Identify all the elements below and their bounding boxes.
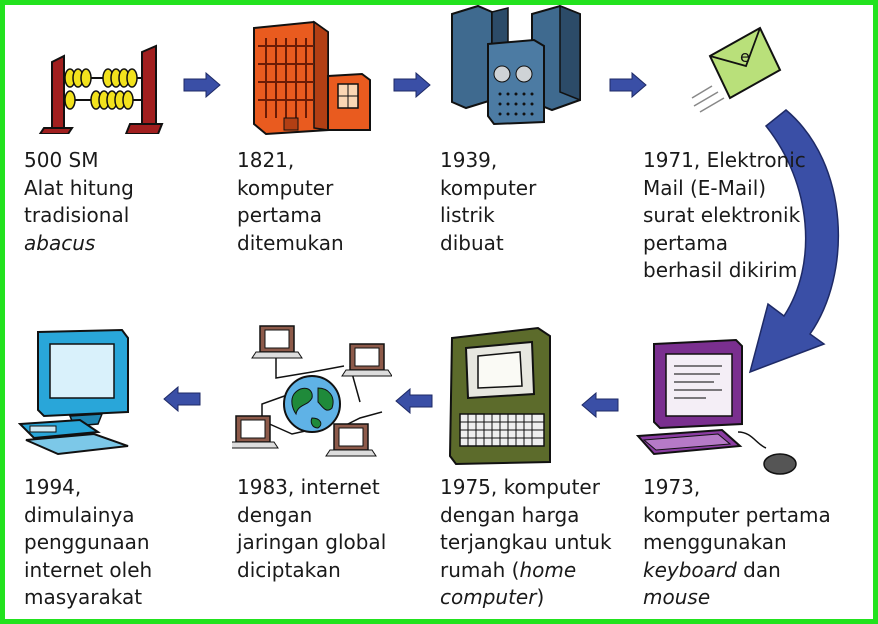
arrow-right-icon <box>609 72 647 98</box>
curved-arrow-down-icon <box>748 109 839 374</box>
arrow-right-icon <box>183 72 221 98</box>
arrow-right-icon <box>393 72 431 98</box>
abacus-icon <box>38 44 164 134</box>
desktop-computer-with-mouse-icon <box>635 338 797 475</box>
laptop-icon <box>341 343 392 377</box>
laptop-icon <box>251 325 303 359</box>
email-letter: e <box>740 47 750 66</box>
arrow-left-icon <box>395 388 433 414</box>
ancient-computer-icon <box>253 20 371 136</box>
global-network-icon <box>232 325 392 457</box>
arrow-left-icon <box>163 386 201 412</box>
email-envelope-icon: e <box>691 26 782 113</box>
mainframe-computer-icon <box>451 4 581 126</box>
laptop-icon <box>325 423 377 457</box>
home-computer-icon <box>448 326 551 466</box>
laptop-icon <box>232 415 279 449</box>
modern-computer-icon <box>18 328 129 456</box>
arrow-left-icon <box>581 392 619 418</box>
